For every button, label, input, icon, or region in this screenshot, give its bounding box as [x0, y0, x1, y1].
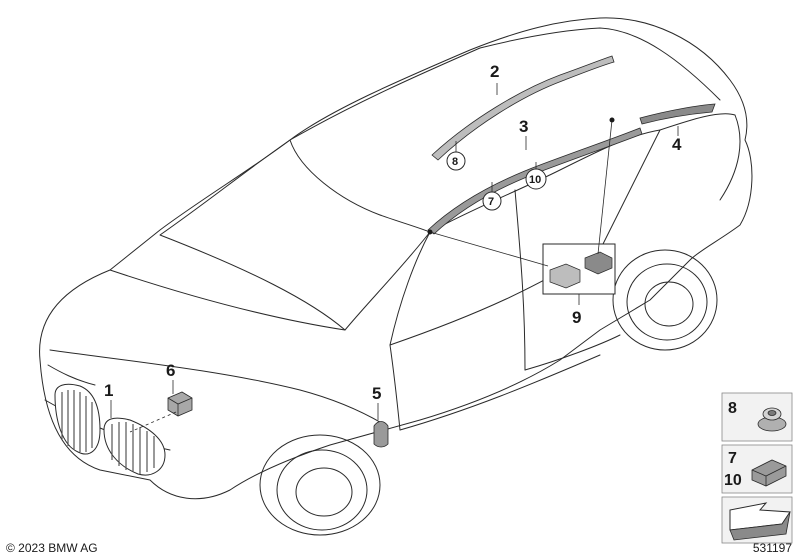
rear-wheel-hub	[644, 281, 694, 327]
part-9-bracket-b	[584, 251, 613, 275]
part-9-bracket-a	[549, 263, 581, 289]
part-6-dashed-leader	[129, 411, 177, 433]
direction-arrow-shade	[729, 511, 791, 541]
callout-10: 10	[529, 174, 541, 186]
callout-9: 9	[572, 308, 581, 327]
callout-8-circle	[446, 151, 466, 171]
callout-7: 7	[488, 196, 494, 208]
callout-8: 8	[452, 156, 458, 168]
part-5-sensor	[373, 421, 389, 448]
callout-1: 1	[104, 381, 113, 400]
hood-edge	[49, 349, 386, 426]
legend-10-number: 10	[724, 472, 742, 489]
attach-point-rear	[609, 117, 615, 123]
front-wheel-arch	[259, 434, 381, 536]
callout-4: 4	[672, 135, 682, 154]
b-pillar	[514, 189, 526, 371]
door-front-edge	[389, 344, 401, 431]
legend-8-number: 8	[728, 400, 737, 417]
part-1-kidney-grille	[54, 383, 166, 476]
rocker-line	[399, 354, 601, 431]
rear-wheel	[626, 263, 708, 341]
part-6-sensor	[167, 391, 193, 417]
front-wheel	[276, 449, 368, 531]
rear-hatch	[659, 113, 741, 201]
legend-8-nut-icon	[757, 407, 787, 432]
part-4-rear-molding	[639, 103, 716, 125]
legend-7-number: 7	[728, 450, 737, 467]
leader-9-line-a	[429, 231, 549, 267]
callout-10-circle	[525, 168, 547, 190]
car-body-outline	[39, 17, 753, 500]
front-wheel-hub	[295, 467, 353, 517]
attach-point-front	[427, 229, 433, 235]
windshield-outline	[159, 139, 431, 331]
leader-9-line-b	[597, 119, 613, 255]
part-3-roof-molding	[427, 127, 643, 235]
copyright-label: © 2023 BMW AG	[6, 541, 98, 555]
rear-window-top	[479, 27, 721, 101]
callout-7-circle	[482, 191, 502, 211]
hood-line	[109, 269, 346, 331]
callout-6: 6	[166, 361, 175, 380]
rear-wheel-arch	[612, 249, 718, 351]
roof-line	[289, 47, 481, 141]
callout-3: 3	[519, 117, 528, 136]
callout-5: 5	[372, 384, 381, 403]
part-2-roof-molding	[431, 55, 615, 161]
door-rear-edge	[524, 334, 621, 371]
callout-2: 2	[490, 62, 499, 81]
diagram-id-label: 531197	[752, 541, 792, 555]
side-window-outline	[389, 129, 661, 346]
legend-7-10-clip-icon	[751, 459, 787, 487]
headlight-outline	[47, 364, 96, 386]
